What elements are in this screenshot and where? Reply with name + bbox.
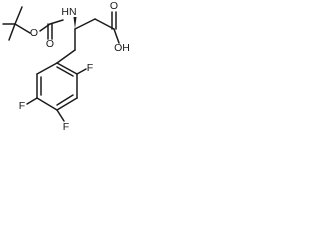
backbone [56, 11, 120, 64]
bond-tbu-methyl-top [14, 6, 23, 25]
atom-label-fluorine-left: F [19, 100, 25, 112]
ring-inner-double-2 [56, 94, 74, 106]
ring-bond-3 [56, 97, 78, 111]
ring-inner-double-1 [56, 66, 74, 77]
ring-bond-1 [56, 62, 78, 75]
bond-to-fluorine-upper [76, 68, 87, 75]
bond-carbonyl-to-nitrogen [49, 19, 64, 25]
atom-label-nitrogen: HN [61, 6, 76, 18]
ring-bond-6 [36, 62, 58, 75]
bond-acid-to-oh [113, 28, 120, 44]
bond-tbu-methyl-bottom [8, 23, 16, 41]
bond-alpha-to-ch2 [74, 18, 96, 30]
stereo-wedge-bond [73, 17, 77, 29]
atom-label-hydroxyl: OH [114, 42, 130, 54]
structure-diagram: O O HN O OH F F F [2, 0, 130, 133]
carbamate-group [39, 19, 64, 40]
ring-bond-4 [36, 97, 58, 111]
bond-tbu-to-oxygen [14, 23, 31, 34]
bond-to-fluorine-right [56, 109, 65, 122]
bond-ch2-to-acid-carbon [94, 18, 115, 30]
atom-label-fluorine-upper: F [87, 62, 93, 74]
atom-label-fluorine-right: F [63, 121, 69, 133]
atom-label-oxygen-acid: O [110, 0, 118, 12]
bond-to-fluorine-left [26, 97, 38, 105]
atom-label-oxygen-carbonyl: O [46, 38, 54, 50]
trifluorophenyl-ring [26, 62, 87, 122]
atom-label-oxygen-ester: O [30, 27, 38, 39]
tert-butyl-group [2, 6, 31, 41]
bond-benzyl-to-ring [56, 49, 76, 64]
